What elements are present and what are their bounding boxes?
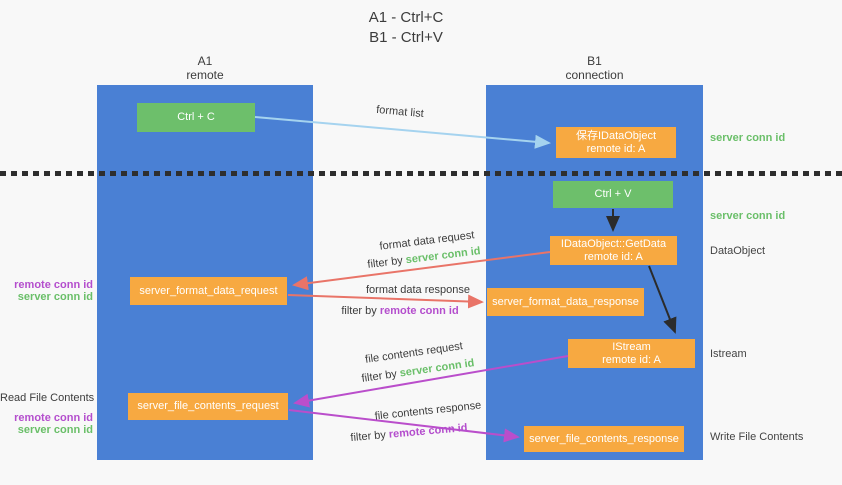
node-save-idataobject-line1: 保存IDataObject [575, 129, 657, 142]
lane-header-a1: A1 remote [97, 54, 313, 82]
node-file-request-label: server_file_contents_request [137, 400, 279, 412]
label-file-contents-response: file contents response [374, 399, 482, 423]
label-filter-by-remote-conn-id-2: filter by remote conn id [346, 422, 473, 445]
phase-separator-dotted-line [0, 171, 842, 176]
left-label-read-file-contents: Read File Contents [0, 392, 95, 404]
remote-conn-id-text: remote conn id [388, 421, 468, 441]
left-label-server-conn-id-1: server conn id [17, 291, 93, 303]
node-istream-line2: remote id: A [602, 353, 661, 366]
node-format-response-label: server_format_data_response [492, 295, 639, 308]
server-conn-id-text: server conn id [398, 357, 476, 380]
filter-by-text: filter by [350, 428, 390, 445]
node-idataobject-getdata: IDataObject::GetData remote id: A [550, 236, 677, 265]
diagram-title: A1 - Ctrl+C B1 - Ctrl+V [296, 8, 516, 48]
lane-b1-title: B1 [587, 54, 602, 68]
label-format-data-response: format data response [366, 284, 470, 296]
arrow-format-data-response [287, 294, 484, 309]
lane-b1-subtitle: connection [565, 68, 624, 82]
node-ctrl-c-label: Ctrl + C [177, 111, 215, 123]
node-server-format-data-request: server_format_data_request [130, 277, 287, 305]
right-label-server-conn-id-mid: server conn id [710, 210, 786, 222]
node-getdata-line2: remote id: A [584, 250, 643, 263]
node-format-request-label: server_format_data_request [139, 284, 278, 297]
node-ctrl-c: Ctrl + C [137, 103, 255, 132]
node-ctrl-v: Ctrl + V [553, 181, 673, 208]
right-label-server-conn-id-top: server conn id [710, 132, 786, 144]
title-line-1: A1 - Ctrl+C [368, 9, 444, 26]
node-istream-line1: IStream [612, 340, 651, 353]
filter-by-text: filter by [360, 367, 401, 385]
right-label-write-file-contents: Write File Contents [710, 431, 804, 443]
node-save-idataobject: 保存IDataObject remote id: A [556, 127, 676, 158]
left-label-server-conn-id-2: server conn id [17, 424, 93, 436]
lane-header-b1: B1 connection [486, 54, 703, 82]
node-server-file-contents-response: server_file_contents_response [524, 426, 684, 452]
node-save-idataobject-line2: remote id: A [586, 142, 646, 155]
filter-by-text: filter by [341, 305, 380, 317]
node-server-format-data-response: server_format_data_response [487, 288, 644, 316]
left-label-remote-conn-id-1: remote conn id [14, 279, 93, 291]
node-file-response-label: server_file_contents_response [529, 432, 679, 445]
filter-by-text: filter by [366, 254, 407, 271]
right-label-dataobject: DataObject [710, 245, 766, 257]
label-format-list: format list [375, 103, 425, 121]
title-line-2: B1 - Ctrl+V [369, 29, 443, 46]
node-server-file-contents-request: server_file_contents_request [128, 393, 288, 420]
node-getdata-line1: IDataObject::GetData [560, 237, 667, 250]
node-istream: IStream remote id: A [568, 339, 695, 368]
lane-a1-subtitle: remote [186, 68, 224, 82]
left-label-remote-conn-id-2: remote conn id [14, 412, 93, 424]
node-ctrl-v-label: Ctrl + V [594, 188, 632, 200]
right-label-istream: Istream [710, 348, 747, 360]
remote-conn-id-text: remote conn id [379, 305, 459, 317]
label-filter-by-remote-conn-id-1: filter by remote conn id [340, 305, 460, 317]
lane-a1-title: A1 [197, 54, 213, 68]
